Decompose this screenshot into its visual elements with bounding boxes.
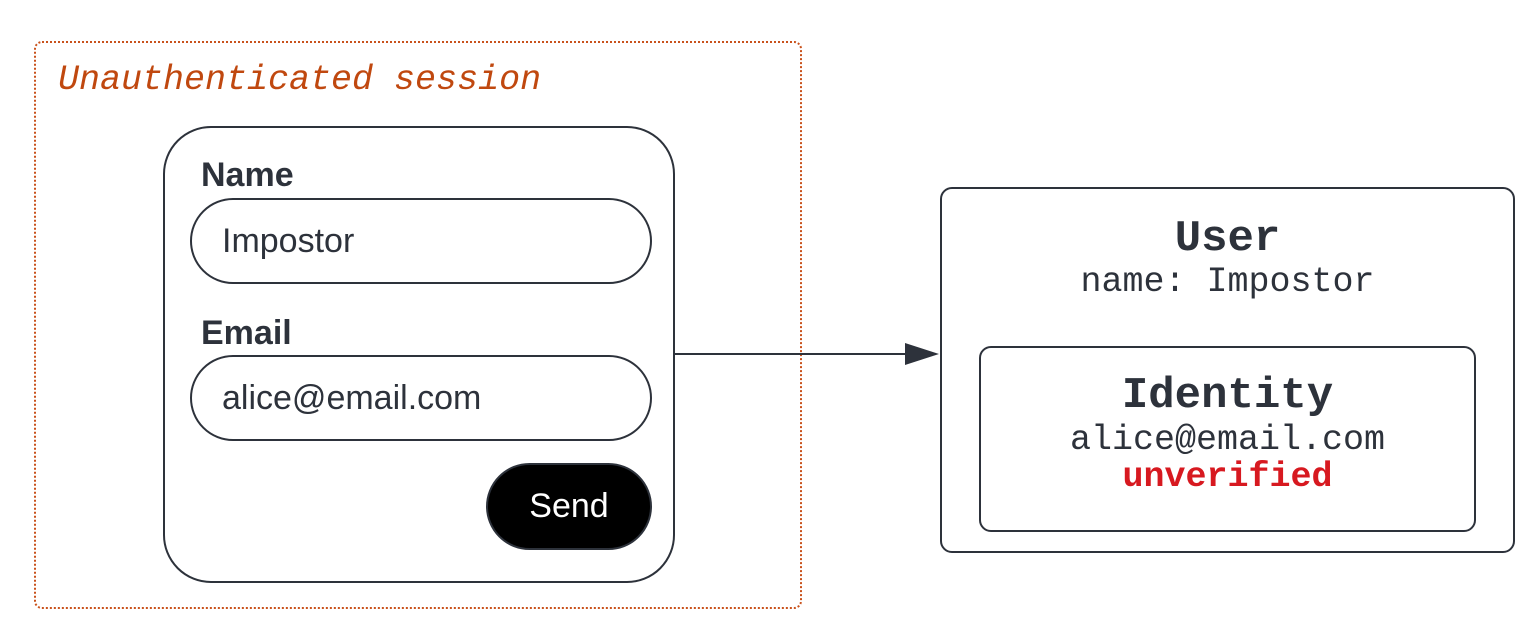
identity-email: alice@email.com bbox=[1069, 420, 1386, 460]
email-label: Email bbox=[201, 314, 292, 352]
session-title: Unauthenticated session bbox=[58, 60, 542, 100]
identity-title: Identity bbox=[1121, 371, 1334, 421]
name-label: Name bbox=[201, 156, 294, 194]
user-name-field: name: Impostor bbox=[1080, 262, 1375, 302]
identity-entity-box bbox=[979, 346, 1476, 532]
arrow-head bbox=[905, 343, 939, 365]
name-input[interactable]: Impostor bbox=[190, 198, 652, 284]
identity-status-badge: unverified bbox=[1122, 457, 1333, 497]
send-button[interactable]: Send bbox=[486, 463, 652, 550]
user-title: User bbox=[1174, 214, 1281, 264]
unauthenticated-session-boundary bbox=[34, 41, 802, 609]
email-input[interactable]: alice@email.com bbox=[190, 355, 652, 441]
